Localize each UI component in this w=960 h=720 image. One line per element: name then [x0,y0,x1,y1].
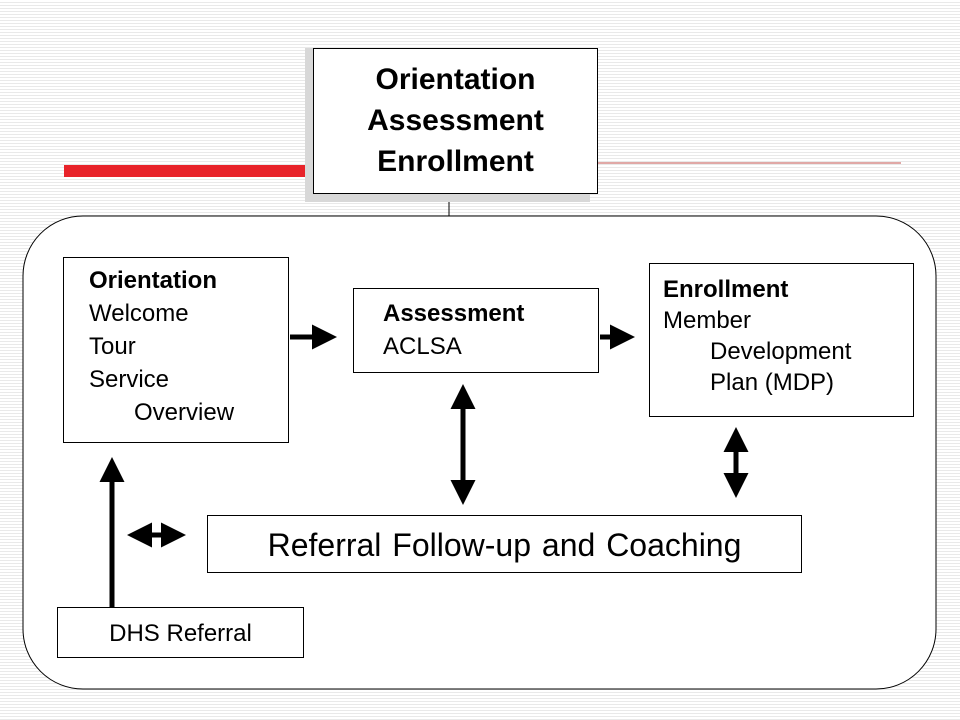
enrollment-box: Enrollment Member Development Plan (MDP) [649,263,914,417]
title-line-orientation: Orientation [375,63,536,96]
title-line-enrollment: Enrollment [377,145,534,178]
assessment-item-aclsa: ACLSA [383,333,462,360]
orientation-box: Orientation Welcome Tour Service Overvie… [63,257,289,443]
dhs-referral-box: DHS Referral [57,607,304,658]
title-box: Orientation Assessment Enrollment [313,48,598,194]
referral-followup-box: Referral Follow-up and Coaching [207,515,802,573]
orientation-item-service: Service [89,366,170,393]
orientation-item-overview: Overview [134,399,235,426]
assessment-heading: Assessment [383,300,525,327]
orientation-item-welcome: Welcome [89,300,189,327]
assessment-box: Assessment ACLSA [353,288,599,373]
enrollment-item-development: Development [710,338,852,365]
enrollment-heading: Enrollment [663,276,789,303]
orientation-heading: Orientation [89,267,218,294]
orientation-item-tour: Tour [89,333,136,360]
enrollment-item-plan: Plan (MDP) [710,369,835,396]
enrollment-item-member: Member [663,307,752,334]
title-line-assessment: Assessment [367,104,544,137]
thick-red-accent-bar [64,165,316,177]
